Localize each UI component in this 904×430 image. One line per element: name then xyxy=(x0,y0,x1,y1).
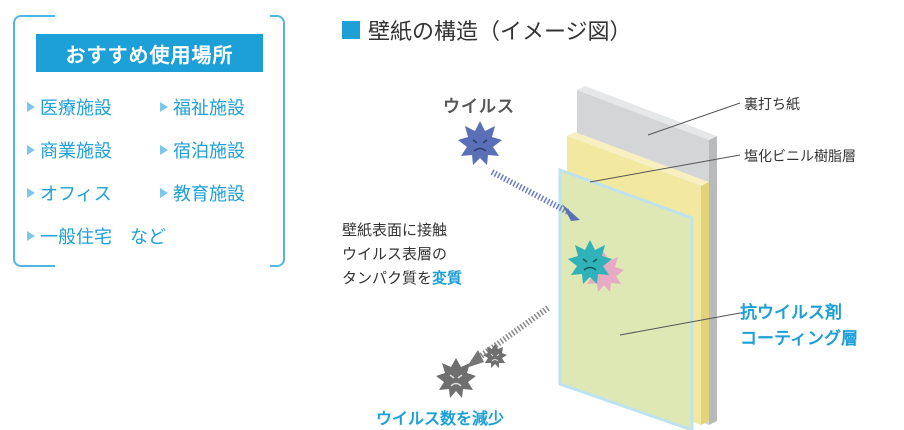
leader-line-coating xyxy=(619,312,741,336)
bullet-triangle-icon xyxy=(27,188,35,198)
virus-icon xyxy=(458,121,502,165)
place-item-office: オフィス xyxy=(27,180,112,206)
denature-highlight: 変質 xyxy=(432,269,463,287)
box-border-gap-top xyxy=(55,14,270,20)
bullet-triangle-icon xyxy=(160,102,168,112)
virus-reduced-arrow xyxy=(466,305,550,368)
box-border-gap-bottom xyxy=(55,262,270,268)
place-item-welfare: 福祉施設 xyxy=(160,94,245,120)
layer-label-pvc: 塩化ビニル樹脂層 xyxy=(744,149,856,165)
place-item-commercial: 商業施設 xyxy=(27,137,112,163)
place-item-lodging: 宿泊施設 xyxy=(160,137,245,163)
virus-incoming-arrow xyxy=(490,169,580,221)
reduce-virus-label: ウイルス数を減少 xyxy=(376,409,505,428)
place-item-housing: 一般住宅 など xyxy=(27,223,166,249)
bullet-triangle-icon xyxy=(160,188,168,198)
denature-description: 壁紙表面に接触 ウイルス表層の タンパク質を変質 xyxy=(342,221,463,287)
heading-square-icon xyxy=(342,21,360,39)
recommended-places-box: おすすめ使用場所 医療施設 福祉施設 商業施設 宿泊施設 オフィス 教育施設 一… xyxy=(13,14,285,268)
coating-layer xyxy=(558,167,694,430)
reduced-virus-large-icon xyxy=(436,358,476,398)
virus-label: ウイルス xyxy=(443,97,515,117)
leader-line-pvc xyxy=(589,154,741,183)
denatured-virus-teal-icon xyxy=(568,240,612,284)
bullet-triangle-icon xyxy=(160,145,168,155)
layer-label-backing-paper: 裏打ち紙 xyxy=(744,97,800,113)
place-item-medical: 医療施設 xyxy=(27,94,112,120)
recommended-title: おすすめ使用場所 xyxy=(36,34,263,72)
layer-label-coating: 抗ウイルス剤 コーティング層 xyxy=(740,303,858,349)
leader-line-paper xyxy=(647,102,741,136)
bullet-triangle-icon xyxy=(27,145,35,155)
place-item-education: 教育施設 xyxy=(160,180,245,206)
bullet-triangle-icon xyxy=(27,102,35,112)
diagram-heading: 壁紙の構造（イメージ図） xyxy=(342,14,632,46)
reduced-virus-small-icon xyxy=(483,344,507,368)
bullet-triangle-icon xyxy=(27,231,35,241)
